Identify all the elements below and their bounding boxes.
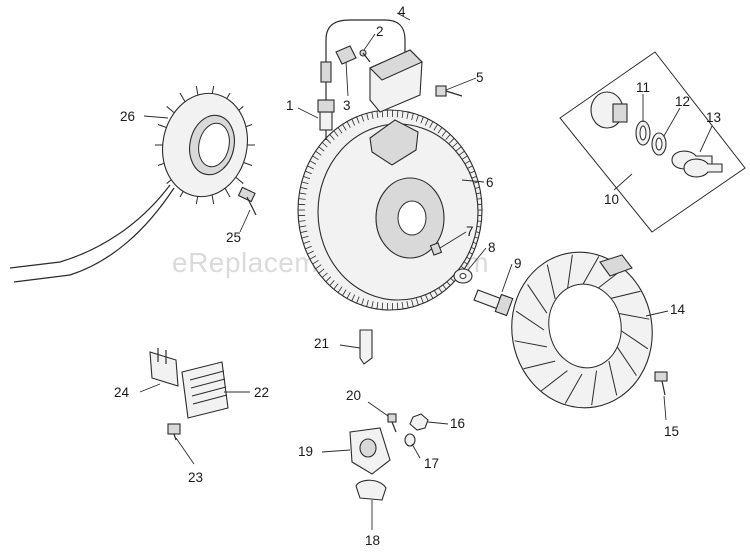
part-flywheel[interactable] — [297, 109, 483, 311]
callout-9: 9 — [514, 256, 522, 271]
callout-16: 16 — [450, 416, 465, 431]
callout-20: 20 — [346, 388, 361, 403]
callout-22: 22 — [254, 385, 269, 400]
callout-6: 6 — [486, 175, 494, 190]
part-fan-bolt[interactable] — [654, 371, 668, 396]
callout-5: 5 — [476, 70, 484, 85]
part-module-screw[interactable] — [387, 413, 397, 433]
part-flywheel-key[interactable] — [429, 242, 443, 256]
callout-8: 8 — [488, 240, 496, 255]
part-cooling-fan[interactable] — [500, 241, 665, 419]
part-module-nut[interactable] — [409, 413, 429, 431]
callout-23: 23 — [188, 470, 203, 485]
part-cap[interactable] — [355, 479, 387, 501]
part-key-switch-assembly[interactable] — [559, 51, 746, 233]
callout-12: 12 — [675, 94, 690, 109]
callout-7: 7 — [466, 224, 474, 239]
callout-19: 19 — [298, 444, 313, 459]
callout-26: 26 — [120, 109, 135, 124]
callout-18: 18 — [365, 533, 380, 548]
part-bracket[interactable] — [359, 329, 373, 365]
part-switch-nut[interactable] — [651, 132, 667, 156]
part-washer[interactable] — [453, 268, 473, 284]
callout-11: 11 — [636, 80, 650, 95]
part-voltage-regulator[interactable] — [181, 361, 229, 419]
callout-1: 1 — [286, 98, 294, 113]
callout-2: 2 — [376, 24, 384, 39]
part-coil-bolt[interactable] — [435, 85, 463, 97]
callout-13: 13 — [706, 110, 721, 125]
callout-4: 4 — [398, 4, 406, 19]
callout-3: 3 — [343, 98, 351, 113]
part-stator-bolt[interactable] — [237, 186, 257, 216]
part-ignition-module[interactable] — [349, 427, 391, 475]
callout-24: 24 — [114, 385, 130, 400]
part-connector[interactable] — [149, 348, 179, 387]
part-ignition-coil[interactable] — [320, 19, 423, 113]
callout-21: 21 — [314, 336, 329, 351]
callout-15: 15 — [664, 424, 679, 439]
leader-lines — [139, 12, 713, 530]
callout-14: 14 — [670, 302, 686, 317]
part-coil-screw[interactable] — [359, 49, 371, 63]
part-key-switch[interactable] — [590, 91, 628, 129]
part-clip[interactable] — [335, 45, 357, 65]
part-ignition-keys[interactable] — [671, 150, 723, 178]
callout-17: 17 — [424, 456, 439, 471]
callout-labels: 1 2 3 4 5 6 7 8 9 10 11 12 13 14 15 16 1… — [114, 4, 721, 548]
callout-25: 25 — [226, 230, 241, 245]
part-stator[interactable] — [9, 85, 257, 283]
part-module-washer[interactable] — [404, 433, 416, 447]
callout-10: 10 — [604, 192, 619, 207]
part-switch-ring[interactable] — [635, 120, 651, 146]
part-regulator-screw[interactable] — [167, 423, 181, 441]
part-flywheel-bolt[interactable] — [473, 289, 514, 317]
